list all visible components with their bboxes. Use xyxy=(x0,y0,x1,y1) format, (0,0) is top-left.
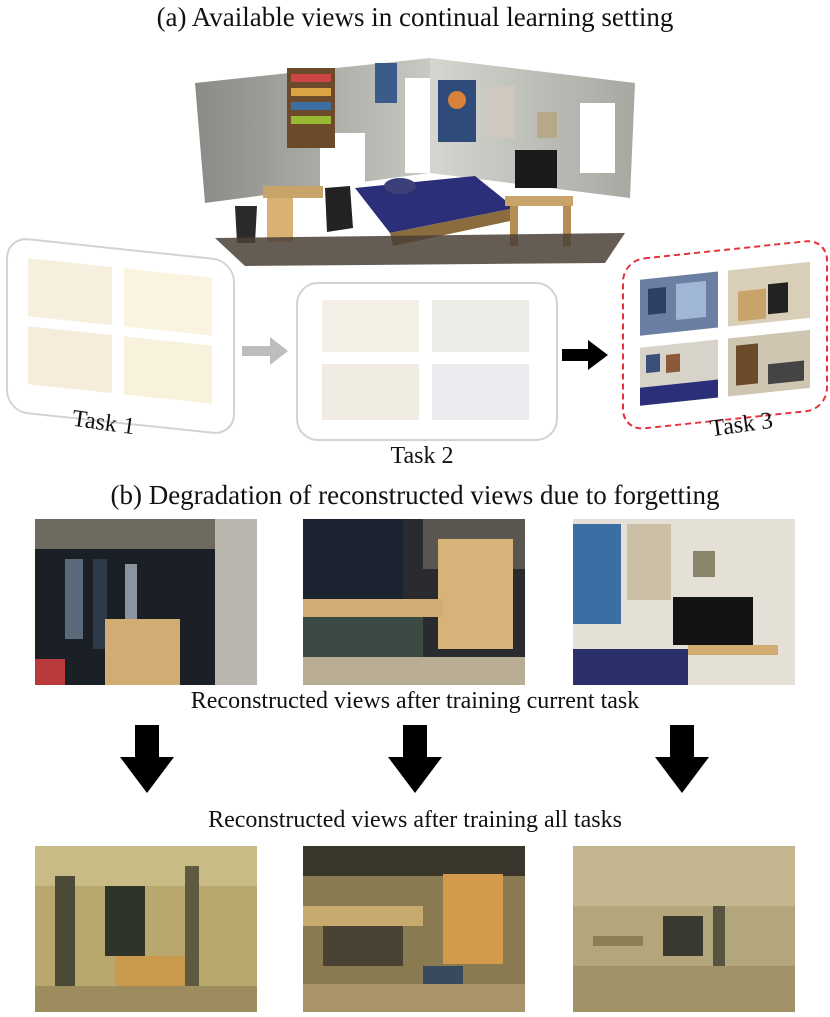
arrow-right-icon xyxy=(242,337,288,365)
room-point-cloud-image xyxy=(195,58,635,266)
task-2-thumb xyxy=(432,300,529,352)
task-3-thumb xyxy=(728,261,810,327)
task-1-thumb xyxy=(124,268,212,336)
task-1-panel xyxy=(6,236,235,437)
task-3-thumb xyxy=(640,339,718,406)
task-2-thumb xyxy=(432,364,529,420)
task-1-thumb xyxy=(28,326,112,394)
row1-caption: Reconstructed views after training curre… xyxy=(190,688,640,714)
reconstructed-view-current-1 xyxy=(35,519,257,685)
reconstructed-view-all-1 xyxy=(35,846,257,1012)
task-1-thumb xyxy=(28,258,112,326)
row2-caption: Reconstructed views after training all t… xyxy=(208,807,622,833)
task-2-panel xyxy=(296,282,558,441)
arrow-right-icon xyxy=(562,340,608,370)
reconstructed-view-all-3 xyxy=(573,846,795,1012)
task-1-thumb xyxy=(124,336,212,404)
task-2-thumb xyxy=(322,364,419,420)
arrow-down-icon xyxy=(120,725,174,793)
reconstructed-view-current-3 xyxy=(573,519,795,685)
section-a-title: (a) Available views in continual learnin… xyxy=(156,2,674,32)
task-3-thumb xyxy=(728,329,810,397)
task-3-thumb xyxy=(640,271,718,336)
arrow-down-icon xyxy=(388,725,442,793)
arrow-down-icon xyxy=(655,725,709,793)
task-2-label: Task 2 xyxy=(390,443,454,469)
reconstructed-view-all-2 xyxy=(303,846,525,1012)
task-2-thumb xyxy=(322,300,419,352)
section-b-title: (b) Degradation of reconstructed views d… xyxy=(110,480,720,510)
reconstructed-view-current-2 xyxy=(303,519,525,685)
task-3-panel xyxy=(622,238,828,432)
